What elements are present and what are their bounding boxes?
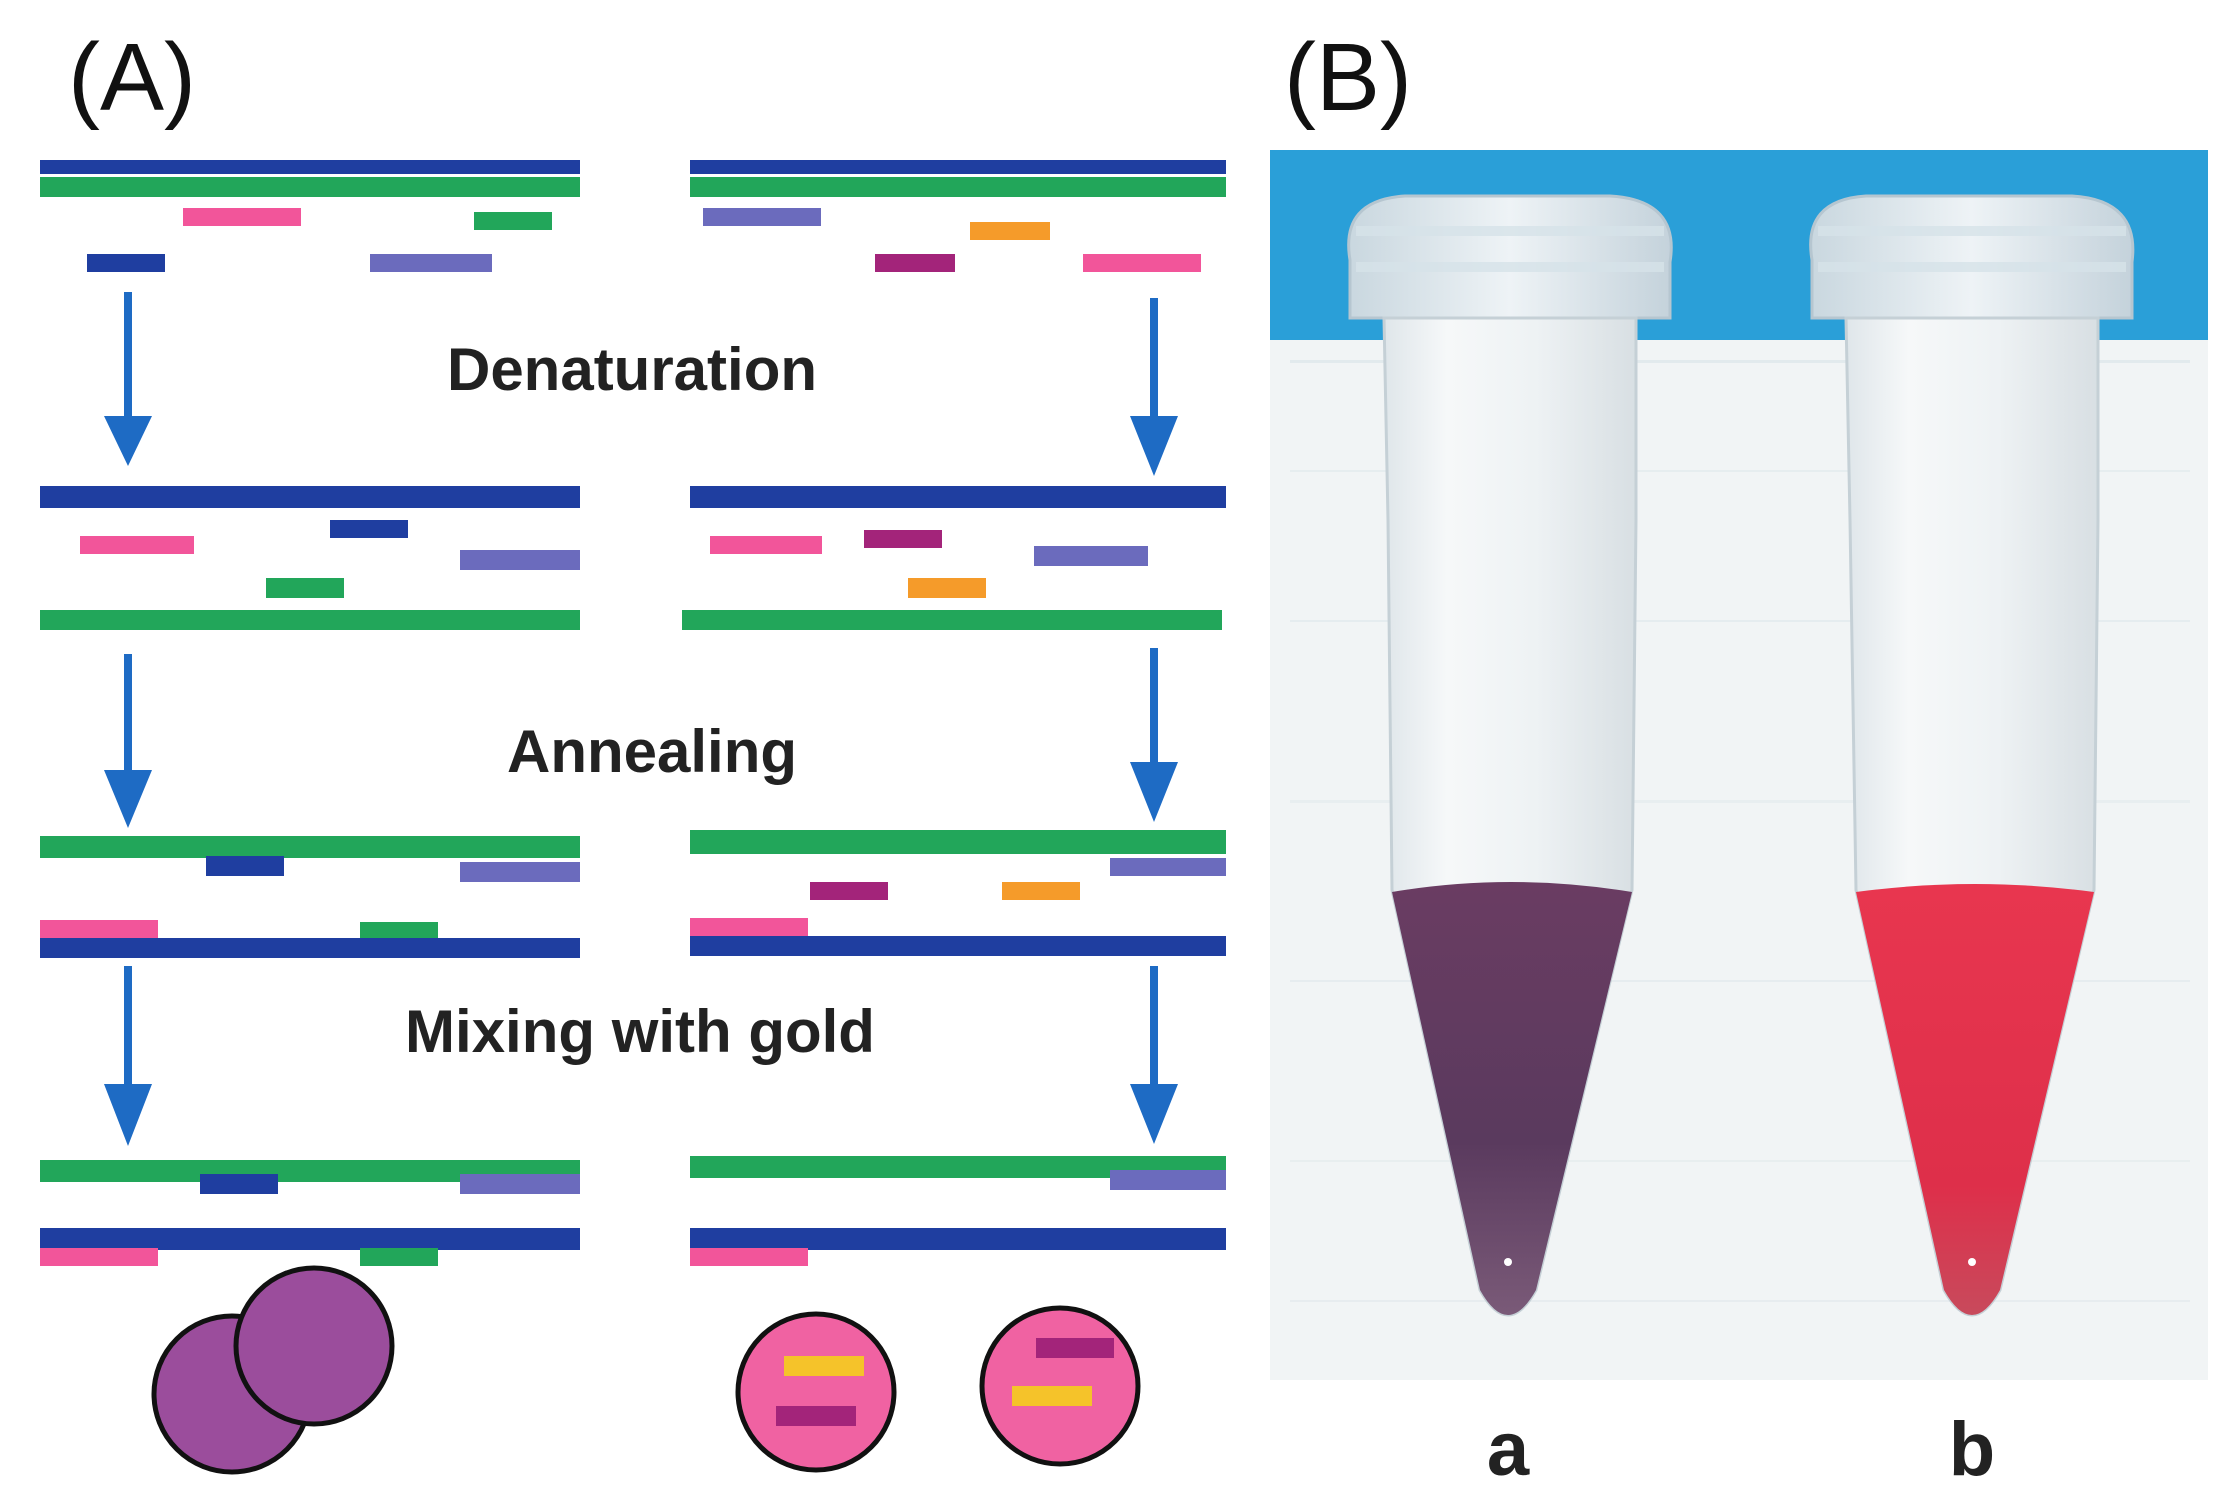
row-denatured-right <box>682 486 1226 630</box>
arrow-down-icon <box>104 654 152 828</box>
row-mixed-left <box>40 1160 580 1266</box>
row-annealed-left <box>40 836 580 958</box>
tube-b-label: b <box>1948 1407 1996 1492</box>
row-initial-right <box>690 160 1226 272</box>
row-denatured-left <box>40 486 580 630</box>
row-annealed-right <box>690 830 1226 956</box>
tube-a-solution <box>1392 882 1632 1315</box>
microtube-icon <box>1347 194 1673 1317</box>
panel-b-photo <box>1270 150 2208 1380</box>
panel-b-label: (B) <box>1284 24 1412 131</box>
microtube-icon <box>1809 194 2135 1317</box>
gold-nanoparticle-icon <box>979 1305 1141 1467</box>
tube-a-label: a <box>1486 1407 1530 1492</box>
arrow-down-icon <box>1130 966 1178 1144</box>
arrow-down-icon <box>104 292 152 466</box>
tube-b-solution <box>1856 884 2094 1315</box>
arrow-down-icon <box>1130 648 1178 822</box>
gold-nanoparticle-icon <box>151 1265 395 1475</box>
step-label-mixing: Mixing with gold <box>405 998 875 1065</box>
row-initial-left <box>40 160 580 272</box>
row-mixed-right <box>690 1156 1226 1266</box>
step-label-annealing: Annealing <box>506 718 798 785</box>
arrow-down-icon <box>104 966 152 1146</box>
panel-a-diagram <box>40 160 1226 1475</box>
panel-a-label: (A) <box>68 24 196 131</box>
step-label-denaturation: Denaturation <box>446 336 818 403</box>
arrow-down-icon <box>1130 298 1178 476</box>
gold-nanoparticle-icon <box>735 1311 897 1473</box>
